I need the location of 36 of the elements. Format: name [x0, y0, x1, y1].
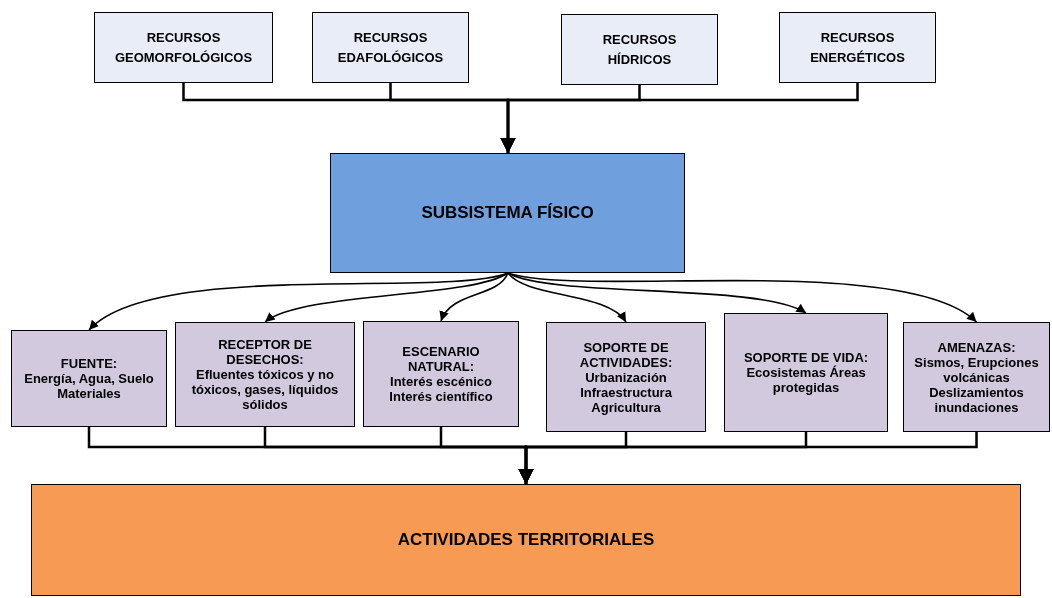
category-box [724, 313, 888, 432]
box-text: Efluentes tóxicos y no tóxicos, gases, líquidos sólidos [190, 367, 340, 412]
box-heading: RECURSOS EDAFOLÓGICOS [336, 29, 445, 67]
category-box [175, 322, 355, 427]
box-heading: FUENTE: [60, 356, 118, 371]
box-heading: RECURSOS ENERGÉTICOS [809, 29, 906, 67]
box-heading: SOPORTE DE VIDA: [743, 350, 869, 365]
process-box [561, 14, 718, 85]
arrow [507, 272, 627, 323]
arrow [440, 272, 509, 322]
process-box [330, 153, 685, 273]
process-box [94, 12, 273, 83]
arrow [507, 272, 807, 314]
category-box [546, 322, 706, 432]
box-heading: ACTIVIDADES TERRITORIALES [397, 529, 655, 552]
process-box [312, 12, 469, 83]
arrow [264, 272, 509, 323]
box-text: Energía, Agua, Suelo Materiales [23, 371, 155, 401]
box-text: Ecosistemas Áreas protegidas [745, 365, 867, 395]
category-box [363, 321, 519, 427]
process-box [31, 484, 1021, 596]
box-heading: ESCENARIO NATURAL: [401, 344, 481, 374]
box-heading: RECEPTOR DE DESECHOS: [217, 337, 313, 367]
box-heading: SOPORTE DE ACTIVIDADES: [578, 339, 674, 370]
category-box [903, 322, 1050, 432]
box-heading: RECURSOS GEOMORFOLÓGICOS [113, 29, 254, 67]
box-heading: RECURSOS HÍDRICOS [601, 31, 678, 69]
process-box [779, 12, 936, 83]
box-text: Urbanización Infraestructura Agricultura [579, 369, 673, 415]
box-text: Interés escénico Interés científico [388, 374, 494, 404]
box-text: Sismos, Erupciones volcánicas Deslizamientos inundaciones [913, 354, 1040, 415]
arrow [500, 83, 859, 153]
category-box [11, 330, 167, 427]
box-heading: SUBSISTEMA FÍSICO [421, 202, 594, 225]
box-heading: AMENAZAS: [937, 339, 1016, 355]
arrow [518, 432, 978, 484]
